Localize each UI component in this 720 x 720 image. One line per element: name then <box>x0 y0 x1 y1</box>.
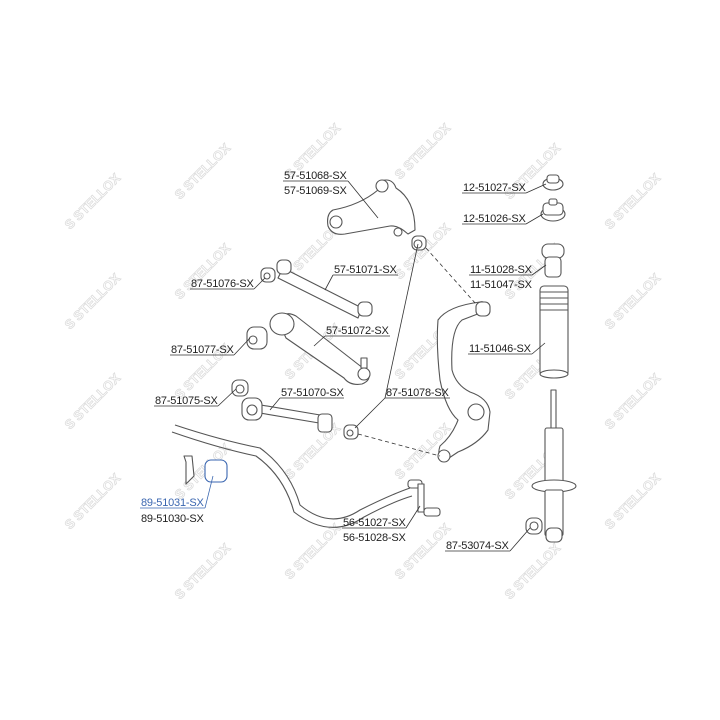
bump-stop <box>541 243 565 278</box>
bushing-87-51075 <box>231 379 249 397</box>
part-label-56-51027[interactable]: 56-51027-SX <box>343 517 406 529</box>
trailing-arm-57-51072 <box>269 312 371 385</box>
upper-control-arm <box>327 179 427 251</box>
part-label-57-51068[interactable]: 57-51068-SX <box>284 170 347 182</box>
stabilizer-end-link <box>407 479 441 517</box>
stabilizer-bracket <box>183 455 195 485</box>
part-label-57-51070[interactable]: 57-51070-SX <box>281 387 344 399</box>
top-mount-12-51027 <box>542 174 564 191</box>
bushing-87-51078 <box>343 424 359 440</box>
stabilizer-bushing-89-51031 <box>204 459 228 483</box>
part-label-11-51047[interactable]: 11-51047-SX <box>470 279 532 291</box>
dust-boot <box>539 285 569 379</box>
part-label-87-51075[interactable]: 87-51075-SX <box>155 395 218 407</box>
lateral-link-57-51071 <box>276 259 373 319</box>
top-mount-12-51026 <box>540 198 566 222</box>
steering-knuckle <box>436 301 491 463</box>
part-label-89-51030[interactable]: 89-51030-SX <box>141 513 204 525</box>
part-label-57-51072[interactable]: 57-51072-SX <box>326 325 389 337</box>
part-label-11-51046[interactable]: 11-51046-SX <box>469 343 531 355</box>
shock-absorber <box>531 389 577 543</box>
part-label-87-51077[interactable]: 87-51077-SX <box>171 344 234 356</box>
part-label-11-51028[interactable]: 11-51028-SX <box>470 264 532 276</box>
part-label-12-51027[interactable]: 12-51027-SX <box>463 182 526 194</box>
part-label-56-51028[interactable]: 56-51028-SX <box>343 532 406 544</box>
bushing-87-51077 <box>246 326 268 350</box>
stabilizer-bar <box>171 424 413 528</box>
part-label-87-53074[interactable]: 87-53074-SX <box>446 540 509 552</box>
part-label-12-51026[interactable]: 12-51026-SX <box>463 213 526 225</box>
part-label-89-51031[interactable]: 89-51031-SX <box>141 497 204 509</box>
part-label-57-51069[interactable]: 57-51069-SX <box>284 185 347 197</box>
link-57-51070 <box>241 397 333 433</box>
part-label-87-51078[interactable]: 87-51078-SX <box>386 387 449 399</box>
bushing-87-53074 <box>525 517 543 535</box>
part-label-57-51071[interactable]: 57-51071-SX <box>334 264 397 276</box>
part-label-87-51076[interactable]: 87-51076-SX <box>191 278 254 290</box>
